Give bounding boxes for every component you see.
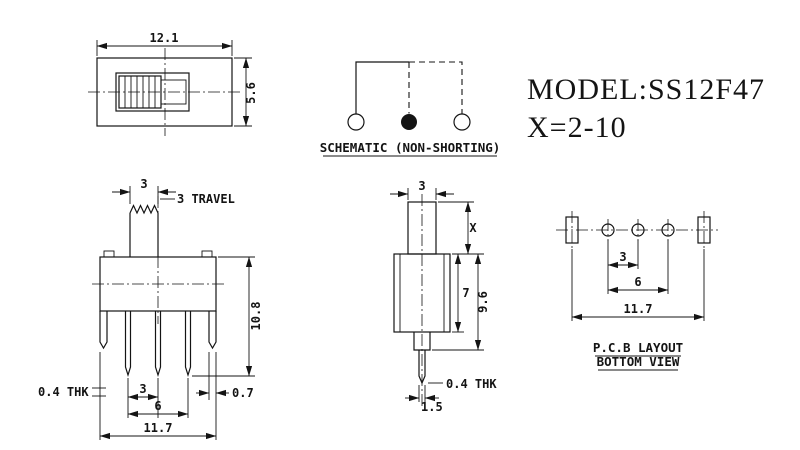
pin-2 bbox=[154, 311, 162, 378]
dim-front-knob-width: 3 bbox=[140, 177, 147, 191]
dim-pcb-total-width: 11.7 bbox=[624, 302, 653, 316]
side-view: 3 X 7 9.6 0.4 THK 1.5 bbox=[390, 179, 497, 414]
dim-front-thickness: 0.4 THK bbox=[38, 385, 89, 399]
model-number: MODEL:SS12F47 bbox=[527, 73, 765, 106]
dim-pin-width: 1.5 bbox=[421, 400, 443, 414]
knob-travel-zigzag bbox=[129, 204, 159, 215]
pcb-layout-view: 3 6 11.7 P.C.B LAYOUT BOTTOM VIEW bbox=[556, 211, 718, 371]
dim-pin-span: 6 bbox=[154, 399, 161, 413]
schematic-wire-solid bbox=[355, 61, 409, 114]
dim-body-width: 11.7 bbox=[144, 421, 173, 435]
dim-top-height: 5.6 bbox=[244, 82, 258, 104]
dim-side-knob-width: 3 bbox=[418, 179, 425, 193]
schematic-contact-left bbox=[347, 113, 365, 131]
body-ear-left bbox=[103, 250, 115, 258]
dim-side-thickness: 0.4 THK bbox=[446, 377, 497, 391]
dim-front-height: 10.8 bbox=[249, 302, 263, 331]
dim-tab-offset: 0.7 bbox=[232, 386, 254, 400]
body-ear-right bbox=[201, 250, 213, 258]
dim-pin-pitch: 3 bbox=[139, 382, 146, 396]
schematic-wire-dashed-right bbox=[409, 61, 463, 114]
dim-hole-pitch: 3 bbox=[619, 250, 626, 264]
pin-1 bbox=[124, 311, 132, 378]
slot-opening bbox=[160, 79, 187, 105]
pcb-caption-line2: BOTTOM VIEW bbox=[597, 354, 680, 369]
mount-tab-right bbox=[208, 311, 217, 350]
dim-side-total-height: 9.6 bbox=[476, 291, 490, 313]
dim-top-width: 12.1 bbox=[150, 31, 179, 45]
schematic-contact-common bbox=[401, 114, 417, 130]
schematic-view: SCHEMATIC (NON-SHORTING) bbox=[320, 61, 501, 157]
title-block: MODEL:SS12F47 X=2-10 bbox=[527, 73, 765, 144]
top-view: 12.1 5.6 bbox=[88, 31, 258, 136]
mount-tab-left bbox=[99, 311, 108, 350]
schematic-contact-right bbox=[453, 113, 471, 131]
x-range: X=2-10 bbox=[527, 111, 627, 144]
pin-3 bbox=[184, 311, 192, 378]
pcb-caption-line1: P.C.B LAYOUT bbox=[593, 340, 683, 355]
schematic-caption: SCHEMATIC (NON-SHORTING) bbox=[320, 140, 501, 155]
dim-side-body-height: 7 bbox=[462, 286, 469, 300]
dim-travel: 3 TRAVEL bbox=[177, 192, 235, 206]
dim-knob-height: X bbox=[469, 221, 477, 235]
front-view: 3 3 TRAVEL 10.8 0.4 THK 3 6 11.7 0.7 bbox=[38, 177, 263, 440]
dim-hole-span: 6 bbox=[634, 275, 641, 289]
